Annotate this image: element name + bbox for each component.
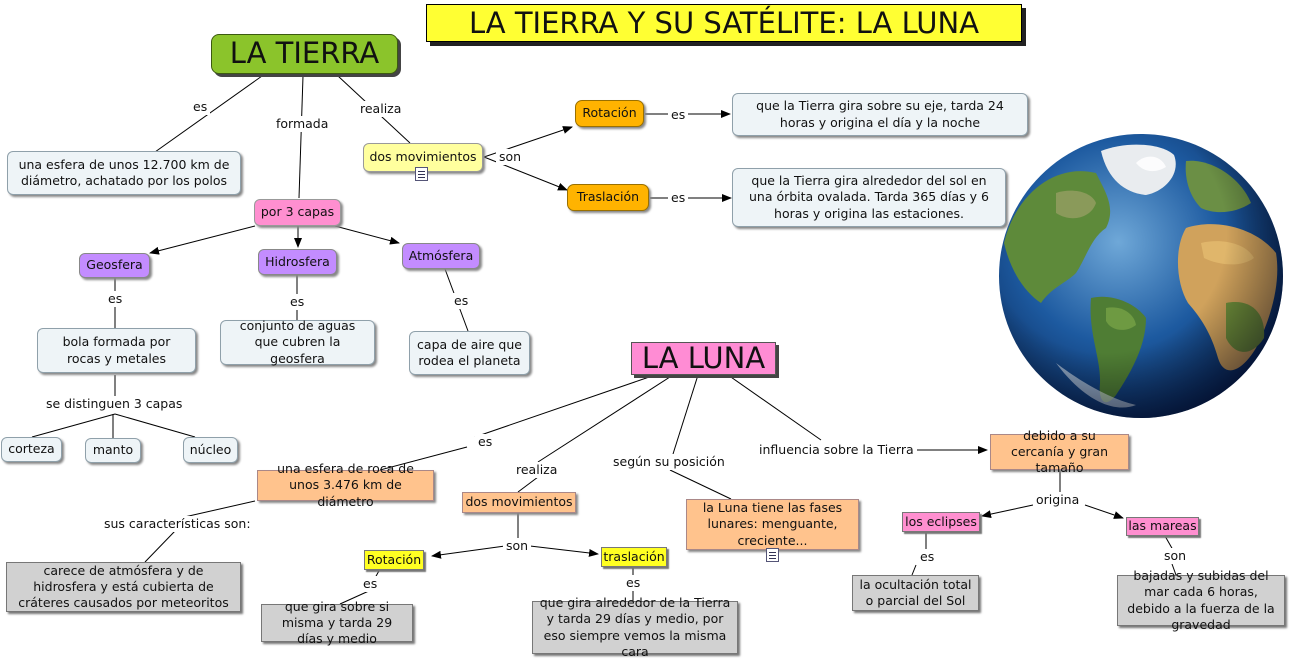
main-title-text: LA TIERRA Y SU SATÉLITE: LA LUNA — [468, 6, 980, 40]
luna-caracteristicas-box: carece de atmósfera y de hidrosfera y es… — [6, 562, 241, 612]
tierra-capas-box: por 3 capas — [254, 199, 341, 226]
luna-fases-box: la Luna tiene las fases lunares: menguan… — [686, 499, 859, 550]
link-tierra-traslacion-es: es — [668, 190, 689, 206]
luna-title-text: LA LUNA — [641, 340, 766, 375]
link-hidrosfera-es: es — [287, 294, 308, 310]
luna-rotacion-desc-text: que gira sobre si misma y tarda 29 días … — [281, 598, 393, 647]
geosfera-label: Geosfera — [86, 257, 143, 273]
link-tierra-realiza: realiza — [357, 101, 405, 117]
subcapa-manto: manto — [85, 438, 141, 463]
luna-movimientos-box: dos movimientos — [462, 492, 576, 513]
tierra-title-text: LA TIERRA — [229, 36, 380, 71]
luna-movimientos-text: dos movimientos — [465, 494, 573, 510]
link-tierra-formada: formada — [273, 116, 332, 132]
link-tierra-rotacion-es: es — [668, 107, 689, 123]
main-title: LA TIERRA Y SU SATÉLITE: LA LUNA — [426, 4, 1022, 42]
atmosfera-desc-text: capa de aire que rodea el planeta — [417, 336, 522, 368]
link-luna-influencia: influencia sobre la Tierra — [756, 442, 917, 458]
geosfera-desc-text: bola formada por rocas y metales — [62, 334, 171, 366]
luna-rotacion-box: Rotación — [364, 550, 424, 570]
link-luna-realiza: realiza — [513, 462, 561, 478]
luna-rotacion-desc: que gira sobre si misma y tarda 29 días … — [261, 599, 413, 646]
tierra-esfera-text: una esfera de unos 12.700 km de diámetro… — [18, 156, 230, 188]
tierra-movimientos-text: dos movimientos — [369, 149, 477, 165]
link-eclipses-es: es — [917, 549, 938, 565]
hidrosfera-box: Hidrosfera — [258, 249, 337, 275]
tierra-rotacion-desc-text: que la Tierra gira sobre su eje, tarda 2… — [756, 98, 1004, 130]
tierra-traslacion-label: Traslación — [576, 189, 640, 205]
link-luna-rotacion-es: es — [360, 576, 381, 592]
luna-caracteristicas-text: carece de atmósfera y de hidrosfera y es… — [18, 562, 229, 611]
link-luna-son: son — [503, 538, 532, 554]
luna-esfera-box: una esfera de roca de unos 3.476 km de d… — [257, 461, 434, 509]
luna-traslacion-desc: que gira alrededor de la Tierra y tarda … — [532, 595, 738, 659]
link-luna-posicion: según su posición — [610, 454, 728, 470]
tierra-title: LA TIERRA — [211, 34, 398, 74]
link-tierra-son: son — [496, 149, 525, 165]
subcapa-corteza-text: corteza — [8, 441, 55, 457]
link-distinguen: se distinguen 3 capas — [43, 396, 186, 412]
tierra-capas-text: por 3 capas — [260, 204, 335, 220]
luna-traslacion-desc-text: que gira alrededor de la Tierra y tarda … — [539, 595, 731, 659]
tierra-traslacion-desc-text: que la Tierra gira alrededor del sol en … — [748, 173, 989, 221]
luna-title: LA LUNA — [631, 340, 776, 375]
luna-traslacion-label: traslación — [603, 548, 665, 564]
subcapa-nucleo: núcleo — [183, 437, 238, 463]
link-caracteristicas: sus características son: — [101, 516, 254, 532]
link-geosfera-es: es — [105, 291, 126, 307]
link-mareas-son: son — [1161, 548, 1190, 564]
eclipses-label: los eclipses — [905, 513, 977, 529]
link-atmosfera-es: es — [451, 293, 472, 309]
luna-esfera-text: una esfera de roca de unos 3.476 km de d… — [277, 461, 414, 509]
luna-cercania-box: debido a su cercanía y gran tamaño — [990, 428, 1129, 475]
link-luna-es: es — [475, 434, 496, 450]
tierra-rotacion-box: Rotación — [575, 100, 644, 127]
mareas-desc: bajadas y subidas del mar cada 6 horas, … — [1117, 568, 1285, 632]
tierra-traslacion-desc: que la Tierra gira alrededor del sol en … — [732, 168, 1006, 227]
luna-rotacion-label: Rotación — [366, 551, 422, 567]
link-luna-traslacion-es: es — [623, 575, 644, 591]
tierra-rotacion-label: Rotación — [582, 105, 637, 121]
geosfera-box: Geosfera — [79, 253, 150, 278]
subcapa-manto-text: manto — [92, 442, 134, 458]
hidrosfera-desc: conjunto de aguas que cubren la geosfera — [220, 318, 375, 366]
luna-cercania-text: debido a su cercanía y gran tamaño — [1010, 427, 1108, 476]
atmosfera-label: Atmósfera — [408, 247, 474, 263]
tierra-esfera-box: una esfera de unos 12.700 km de diámetro… — [7, 151, 241, 195]
atmosfera-desc: capa de aire que rodea el planeta — [409, 331, 530, 375]
mareas-label: las mareas — [1128, 518, 1197, 534]
luna-traslacion-box: traslación — [601, 547, 667, 567]
subcapa-nucleo-text: núcleo — [189, 441, 232, 457]
geosfera-desc: bola formada por rocas y metales — [37, 328, 196, 373]
luna-fases-text: la Luna tiene las fases lunares: menguan… — [702, 500, 843, 548]
eclipses-box: los eclipses — [902, 512, 980, 532]
atmosfera-box: Atmósfera — [402, 243, 480, 269]
eclipses-desc-text: la ocultación total o parcial del Sol — [859, 576, 972, 608]
earth-globe-image — [999, 134, 1283, 418]
link-tierra-es: es — [190, 99, 211, 115]
link-origina: origina — [1033, 492, 1083, 508]
subcapa-corteza: corteza — [1, 437, 62, 462]
mareas-box: las mareas — [1126, 517, 1199, 536]
hidrosfera-desc-text: conjunto de aguas que cubren la geosfera — [239, 318, 356, 366]
tierra-traslacion-box: Traslación — [567, 184, 649, 211]
document-icon[interactable] — [766, 548, 779, 562]
eclipses-desc: la ocultación total o parcial del Sol — [852, 575, 979, 611]
document-icon[interactable] — [415, 167, 428, 181]
mareas-desc-text: bajadas y subidas del mar cada 6 horas, … — [1127, 568, 1275, 632]
tierra-rotacion-desc: que la Tierra gira sobre su eje, tarda 2… — [732, 93, 1028, 136]
hidrosfera-label: Hidrosfera — [265, 253, 330, 269]
